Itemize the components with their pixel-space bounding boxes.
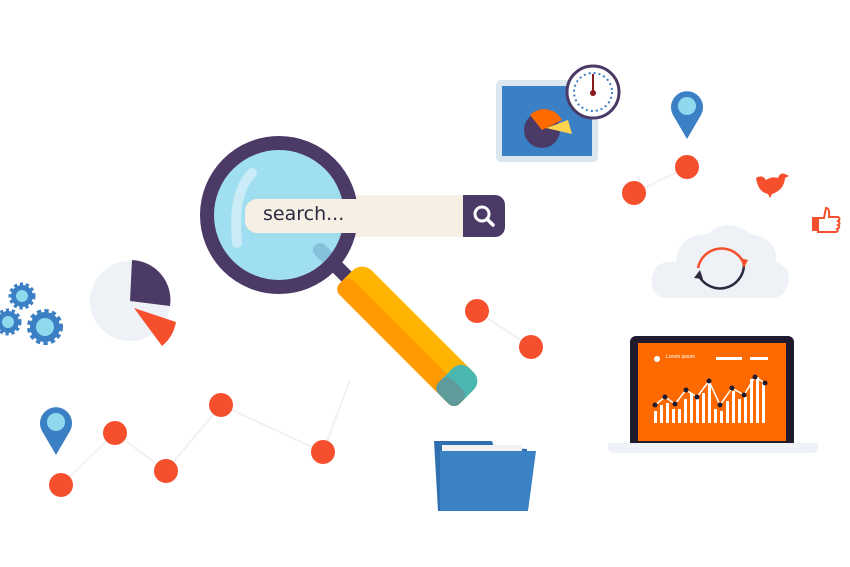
pie-chart-icon: [90, 260, 176, 346]
search-button[interactable]: [463, 195, 505, 237]
search-placeholder: search...: [263, 203, 345, 225]
line-bar-chart: [652, 356, 768, 423]
search-field-inner[interactable]: [245, 199, 360, 233]
thumbs-up-icon: [812, 206, 841, 233]
location-pin-icon: [671, 91, 703, 139]
location-pin-icon: [40, 407, 72, 455]
laptop: [608, 333, 818, 455]
gears-icon: [0, 282, 63, 345]
dashboard-monitor: [496, 64, 621, 162]
cloud-sync-icon: [651, 225, 789, 299]
bird-icon: [756, 173, 789, 198]
chart-legend-label: Lorem ipsum: [666, 354, 695, 360]
magnifier-icon: [473, 205, 495, 227]
folder-icon: [434, 441, 536, 511]
